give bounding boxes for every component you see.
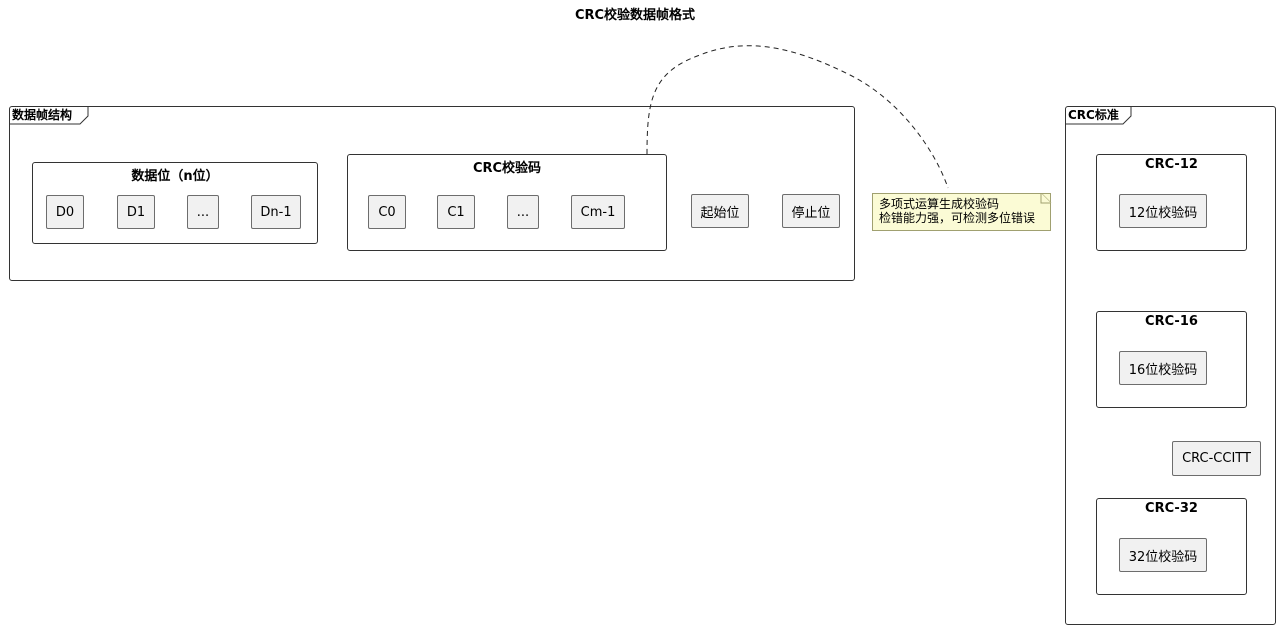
frame-label: 数据帧结构	[12, 108, 73, 122]
package-title: CRC校验码	[472, 161, 542, 176]
crc-16-item: 16位校验码	[1119, 351, 1207, 385]
note-line-1: 多项式运算生成校验码	[879, 197, 1000, 211]
frame-label: CRC标准	[1068, 108, 1119, 122]
crc-32-item: 32位校验码	[1119, 538, 1207, 572]
package-crc-12: CRC-12 12位校验码	[1096, 154, 1247, 251]
data-bit-dn-1: Dn-1	[251, 195, 301, 229]
package-data-bits: 数据位（n位） D0 D1 ... Dn-1	[32, 162, 318, 244]
note-line-2: 检错能力强，可检测多位错误	[879, 211, 1036, 225]
frame-data-structure: 数据帧结构 数据位（n位） D0 D1 ... Dn-1 CRC校验码 C0 C…	[9, 106, 855, 281]
frame-crc-standards: CRC标准 CRC-12 12位校验码 CRC-16 16位校验码 CRC-CC…	[1065, 106, 1276, 625]
diagram-title: CRC校验数据帧格式	[574, 8, 696, 23]
data-bit-d0: D0	[46, 195, 84, 229]
note-corner	[1040, 194, 1052, 204]
crc-ccitt: CRC-CCITT	[1172, 441, 1261, 476]
frame-tab-shape	[1066, 107, 1132, 125]
package-title: CRC-32	[1145, 501, 1198, 516]
start-bit: 起始位	[691, 194, 749, 228]
package-crc-32: CRC-32 32位校验码	[1096, 498, 1247, 595]
data-bit-d1: D1	[117, 195, 155, 229]
crc-bit-cm-1: Cm-1	[571, 195, 625, 229]
crc-bit-c0: C0	[368, 195, 406, 229]
package-crc-16: CRC-16 16位校验码	[1096, 311, 1247, 408]
note-box: 多项式运算生成校验码 检错能力强，可检测多位错误	[872, 193, 1052, 231]
frame-tab-shape	[10, 107, 89, 125]
crc-12-item: 12位校验码	[1119, 194, 1207, 228]
package-title: 数据位（n位）	[131, 169, 219, 184]
crc-bit-ellipsis: ...	[507, 195, 539, 229]
package-title: CRC-12	[1145, 157, 1198, 172]
stop-bit: 停止位	[782, 194, 840, 228]
crc-bit-c1: C1	[437, 195, 475, 229]
data-bit-ellipsis: ...	[187, 195, 219, 229]
package-crc-code: CRC校验码 C0 C1 ... Cm-1	[347, 154, 667, 251]
package-title: CRC-16	[1145, 314, 1198, 329]
